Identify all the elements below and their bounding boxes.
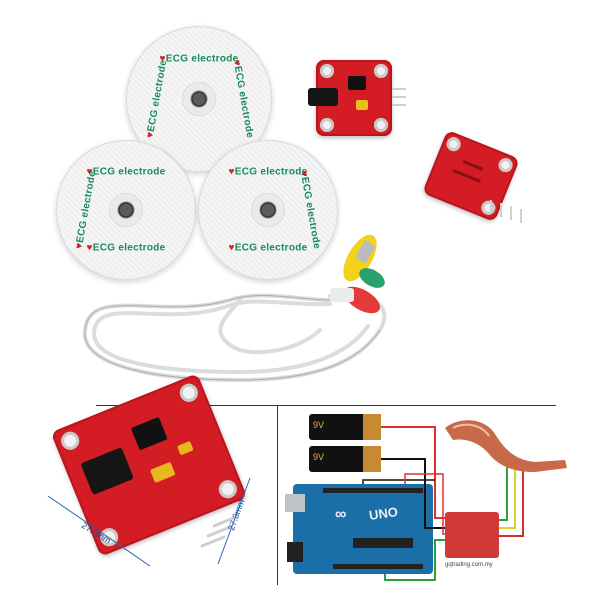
- electrode-label: ECG electrode: [234, 166, 308, 178]
- credit-text: gqtrading.com.my: [445, 562, 493, 568]
- electrode-snap-icon: [182, 82, 216, 116]
- electrode-snap-icon: [251, 193, 285, 227]
- divider-horizontal: [96, 405, 556, 406]
- electrode-label: ECG electrode: [92, 166, 166, 178]
- battery-icon: 9V: [309, 414, 381, 440]
- battery-label: 9V: [313, 452, 325, 462]
- sensor-board-front: [308, 60, 392, 136]
- audio-jack-icon: [308, 88, 338, 106]
- arduino-board-icon: ∞ UNO: [285, 484, 433, 574]
- ecg-electrode-right: ♥ECG electrode ♥ECG electrode ♥ECG elect…: [198, 140, 338, 280]
- arm-muscle-icon: [445, 420, 567, 472]
- sensor-module-icon: [445, 512, 499, 558]
- divider-vertical: [277, 405, 278, 585]
- chip-icon: [348, 76, 366, 90]
- electrode-label: ECG electrode: [234, 242, 308, 254]
- ecg-electrode-left: ♥ECG electrode ♥ECG electrode ♥ECG elect…: [56, 140, 196, 280]
- electrode-label: ECG electrode: [92, 242, 166, 254]
- electrode-snap-icon: [109, 193, 143, 227]
- battery-icon: 9V: [309, 446, 381, 472]
- battery-label: 9V: [313, 420, 325, 430]
- wiring-diagram: 9V 9V ∞ UNO gqtrading.com.my: [285, 410, 585, 590]
- electrode-label: ECG electrode: [165, 53, 239, 65]
- arduino-logo: ∞: [335, 506, 347, 523]
